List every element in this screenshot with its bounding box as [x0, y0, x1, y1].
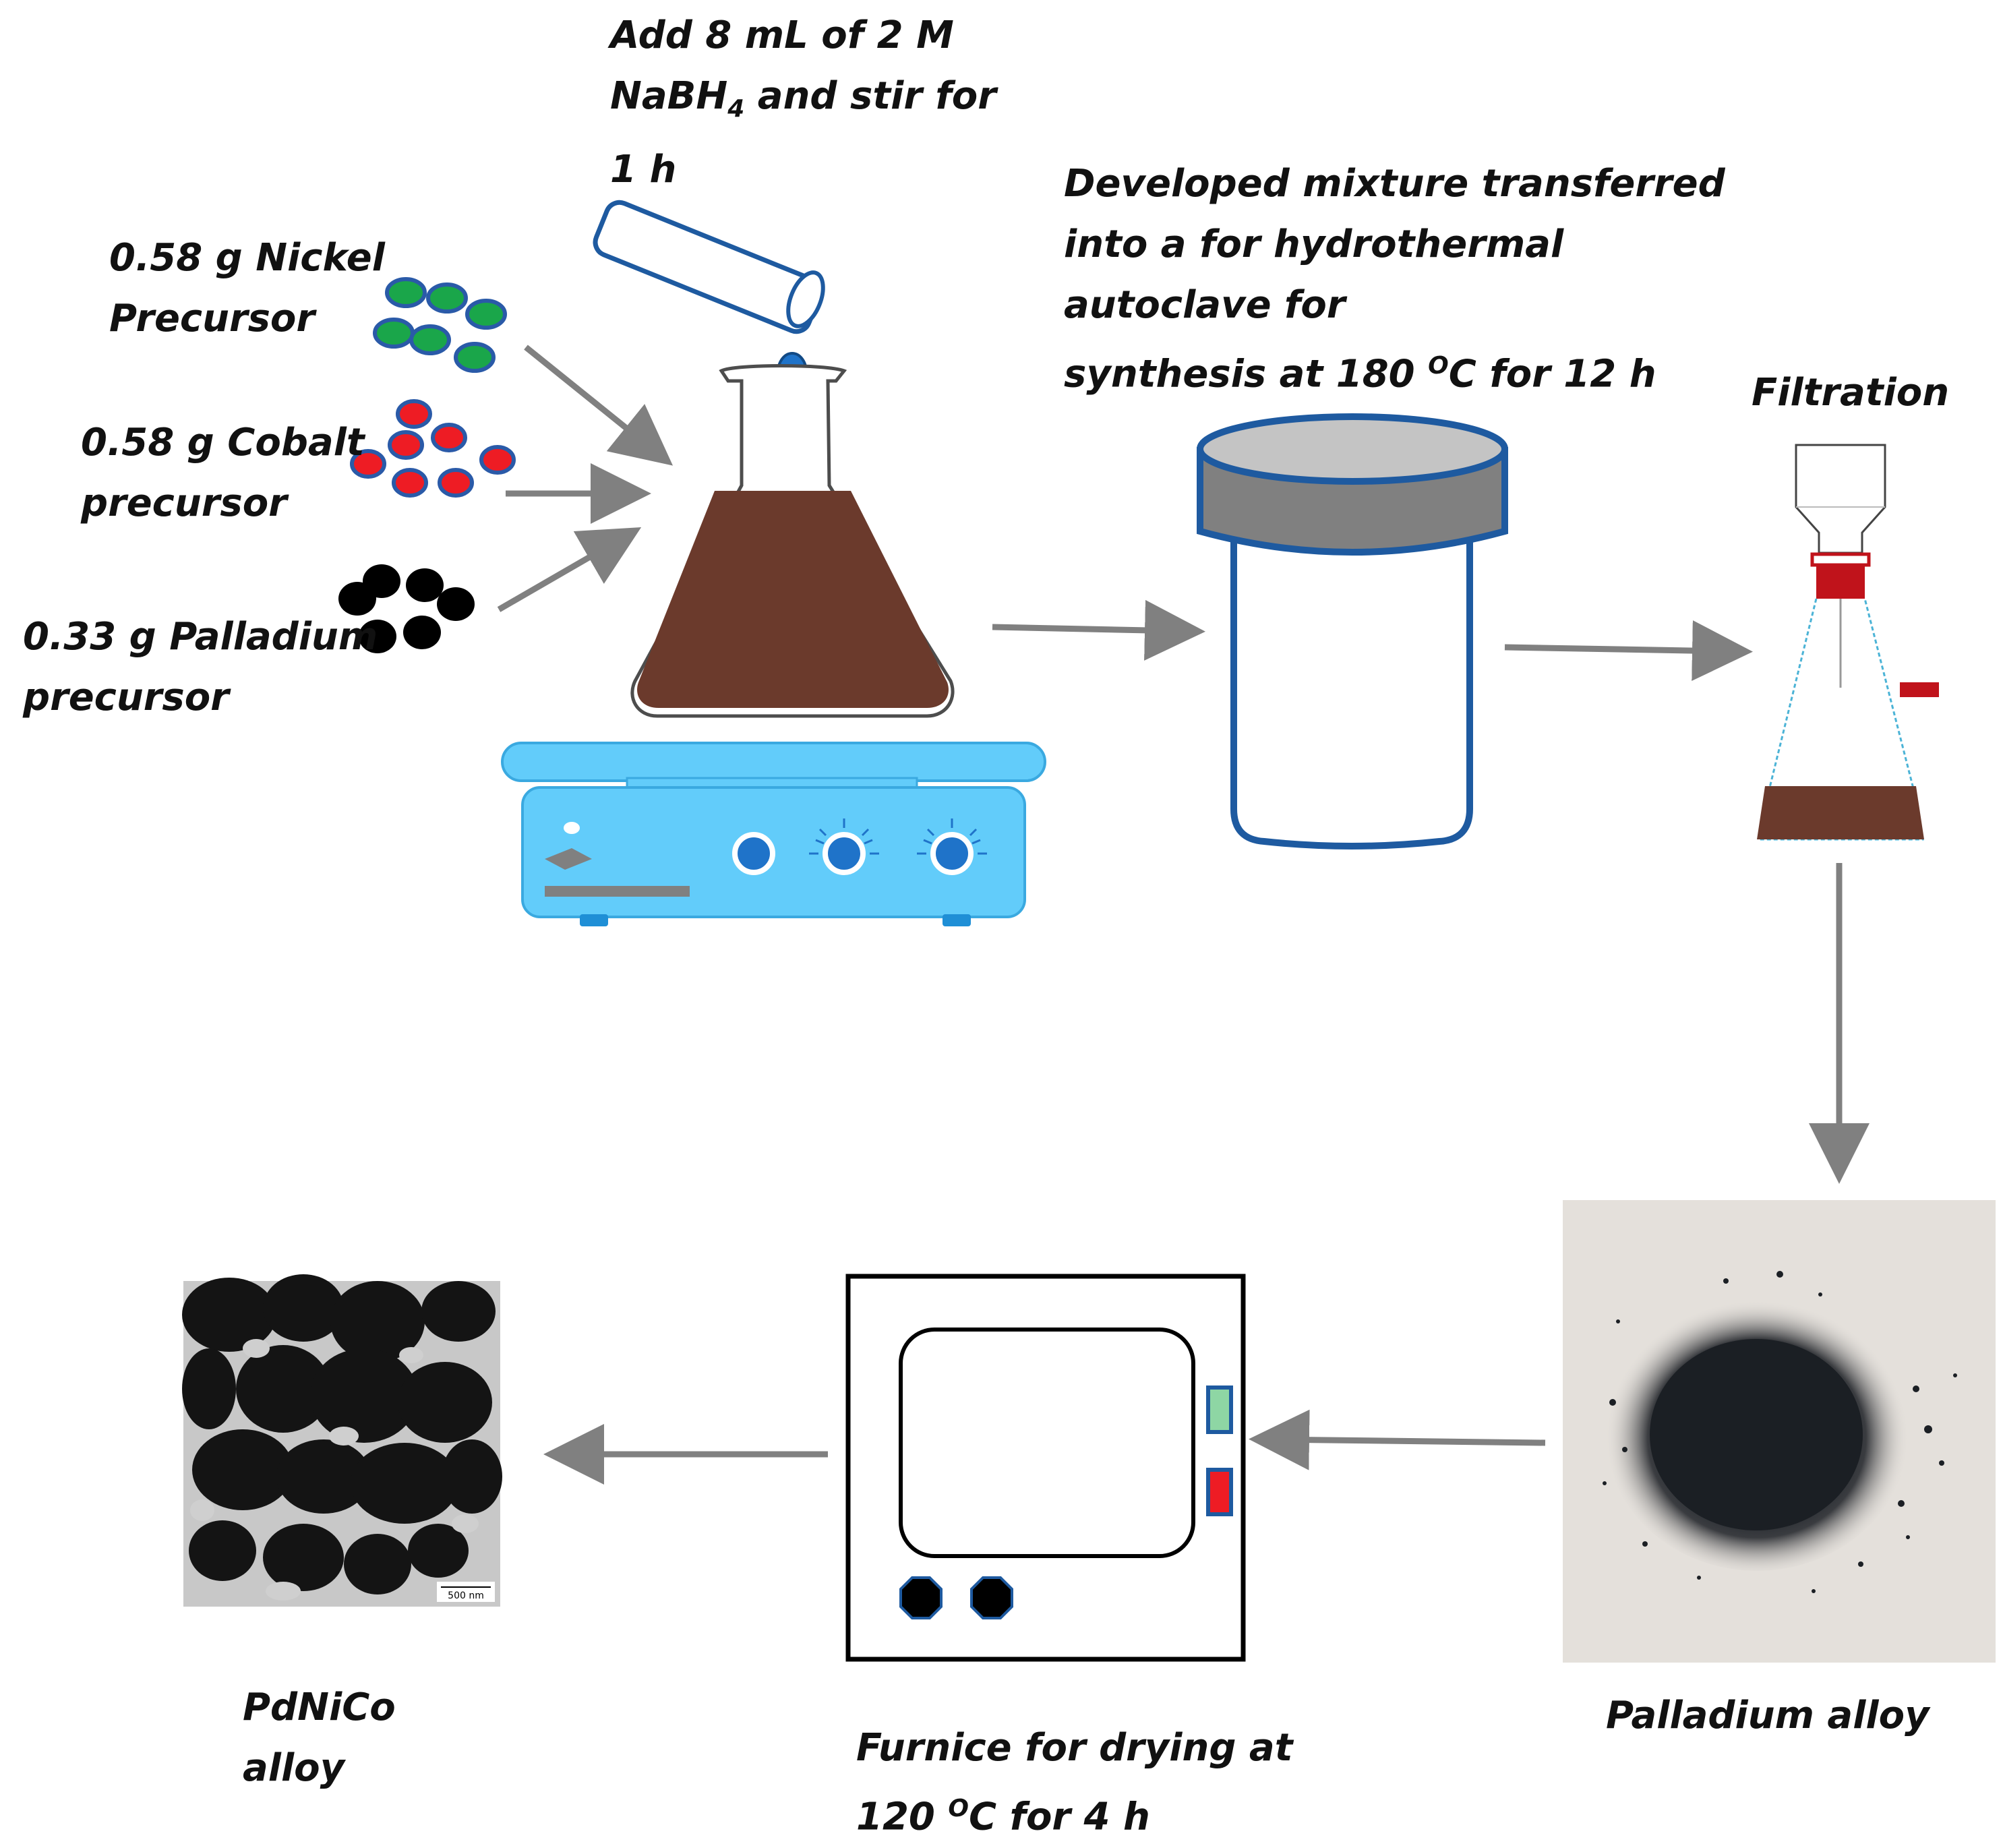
powder-photo [1563, 1200, 1996, 1663]
palladium-label-line-2: precursor [23, 676, 229, 719]
precursor-arrows [497, 345, 674, 612]
autoclave-step-label: Developed mixture transferred into a for… [1064, 154, 1725, 405]
autoclave-line-2: into a for hydrothermal [1064, 222, 1564, 266]
process-arrows [543, 599, 1870, 1485]
cobalt-label-line-1: 0.58 g Cobalt [81, 421, 365, 465]
cobalt-particles [350, 399, 516, 498]
erlenmeyer-flask-icon [630, 364, 955, 718]
nabh4-line-1: Add 8 mL of 2 M [610, 13, 954, 57]
filtration-flask-icon [1757, 444, 1939, 841]
autoclave-line-3: autoclave for [1064, 283, 1346, 327]
palladium-particles [338, 564, 475, 653]
test-tube-icon [593, 200, 825, 334]
furnace-icon [845, 1274, 1246, 1662]
stirrer-knob-3 [917, 818, 987, 875]
nabh4-line-2: NaBH4 and stir for [610, 74, 996, 123]
nickel-label-line-2: Precursor [109, 297, 316, 340]
cobalt-label-line-2: precursor [81, 481, 287, 525]
tem-image: 500 nm [182, 1274, 502, 1607]
nickel-label-line-1: 0.58 g Nickel [109, 236, 385, 280]
nabh4-line-3: 1 h [610, 148, 677, 192]
cobalt-precursor-label: 0.58 g Cobalt precursor [81, 413, 365, 534]
furnace-line-1: Furnice for drying at [856, 1726, 1293, 1770]
nickel-particles [373, 277, 507, 373]
pdnico-line-2: alloy [243, 1746, 345, 1790]
furnace-step-label: Furnice for drying at 120 OC for 4 h [856, 1718, 1292, 1848]
palladium-precursor-label: 0.33 g Palladium precursor [23, 607, 378, 728]
autoclave-line-1: Developed mixture transferred [1064, 162, 1725, 206]
pdnico-line-1: PdNiCo [243, 1686, 396, 1729]
hydrothermal-autoclave-icon [1197, 413, 1508, 850]
autoclave-line-4: synthesis at 180 OC for 12 h [1064, 352, 1656, 396]
palladium-label-line-1: 0.33 g Palladium [23, 615, 378, 659]
magnetic-stirrer-icon [501, 742, 1046, 926]
nickel-precursor-label: 0.58 g Nickel Precursor [109, 228, 385, 349]
pdnico-alloy-label: PdNiCo alloy [243, 1677, 396, 1799]
nabh4-step-label: Add 8 mL of 2 M NaBH4 and stir for 1 h [610, 5, 996, 200]
filtration-label: Filtration [1752, 371, 1950, 415]
palladium-alloy-label: Palladium alloy [1606, 1694, 1930, 1737]
scale-bar-label: 500 nm [448, 1590, 484, 1601]
stirrer-knob-2 [809, 818, 879, 875]
stirrer-knob-1 [732, 832, 775, 875]
furnace-line-2: 120 OC for 4 h [856, 1795, 1150, 1839]
